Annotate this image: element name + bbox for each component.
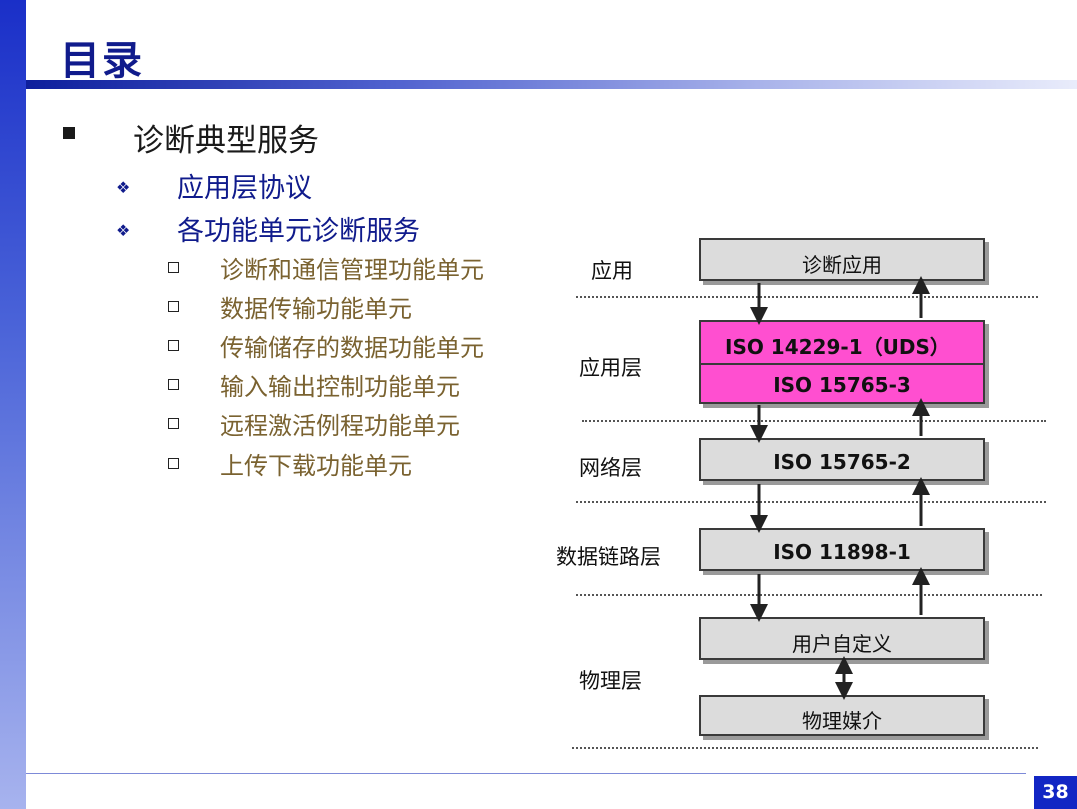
checkbox-bullet-icon xyxy=(168,340,179,351)
layer-label-network-layer: 网络层 xyxy=(579,456,642,480)
outline-level3-item: 输入输出控制功能单元 xyxy=(220,373,460,401)
layer-label-application-layer: 应用层 xyxy=(579,356,642,380)
box-application-protocols: ISO 14229-1（UDS） ISO 15765-3 xyxy=(699,320,985,404)
square-bullet-icon xyxy=(63,127,75,139)
box-label: 物理媒介 xyxy=(802,709,882,733)
box-label: 诊断应用 xyxy=(802,253,882,277)
checkbox-bullet-icon xyxy=(168,301,179,312)
box-user-defined: 用户自定义 xyxy=(699,617,985,660)
layer-label-physical-layer: 物理层 xyxy=(579,669,642,693)
box-diagnostic-application: 诊断应用 xyxy=(699,238,985,281)
outline-level2-item: 各功能单元诊断服务 xyxy=(177,216,420,247)
outline-level3-item: 远程激活例程功能单元 xyxy=(220,412,460,440)
slide-title: 目录 xyxy=(60,38,144,84)
layer-label-application: 应用 xyxy=(591,259,633,283)
checkbox-bullet-icon xyxy=(168,418,179,429)
layer-separator xyxy=(582,420,1046,422)
page-number: 38 xyxy=(1034,776,1077,809)
outline-level2-item: 应用层协议 xyxy=(177,173,312,204)
outline-level3-item: 数据传输功能单元 xyxy=(220,295,412,323)
diamond-bullet-icon: ❖ xyxy=(116,221,131,240)
layer-label-data-link-layer: 数据链路层 xyxy=(556,545,661,569)
layer-separator xyxy=(576,296,1038,298)
box-data-link-protocol: ISO 11898-1 xyxy=(699,528,985,571)
diamond-bullet-icon: ❖ xyxy=(116,178,131,197)
box-network-protocol: ISO 15765-2 xyxy=(699,438,985,481)
outline-level3-item: 传输储存的数据功能单元 xyxy=(220,334,484,362)
box-label-iso15765-3: ISO 15765-3 xyxy=(773,373,911,397)
outline-level3-item: 上传下载功能单元 xyxy=(220,452,412,480)
box-label: ISO 11898-1 xyxy=(773,540,911,564)
box-label: ISO 15765-2 xyxy=(773,450,911,474)
box-label: 用户自定义 xyxy=(792,632,892,656)
checkbox-bullet-icon xyxy=(168,458,179,469)
box-label-uds: ISO 14229-1（UDS） xyxy=(725,335,950,359)
title-underline xyxy=(26,80,1077,89)
layer-separator xyxy=(572,747,1038,749)
checkbox-bullet-icon xyxy=(168,262,179,273)
box-divider xyxy=(701,363,983,365)
layer-separator xyxy=(576,501,1046,503)
footer-line xyxy=(26,773,1026,774)
layer-separator xyxy=(576,594,1042,596)
outline-level3-item: 诊断和通信管理功能单元 xyxy=(220,256,484,284)
checkbox-bullet-icon xyxy=(168,379,179,390)
left-accent-bar xyxy=(0,0,26,809)
outline-level1-item: 诊断典型服务 xyxy=(133,123,319,159)
